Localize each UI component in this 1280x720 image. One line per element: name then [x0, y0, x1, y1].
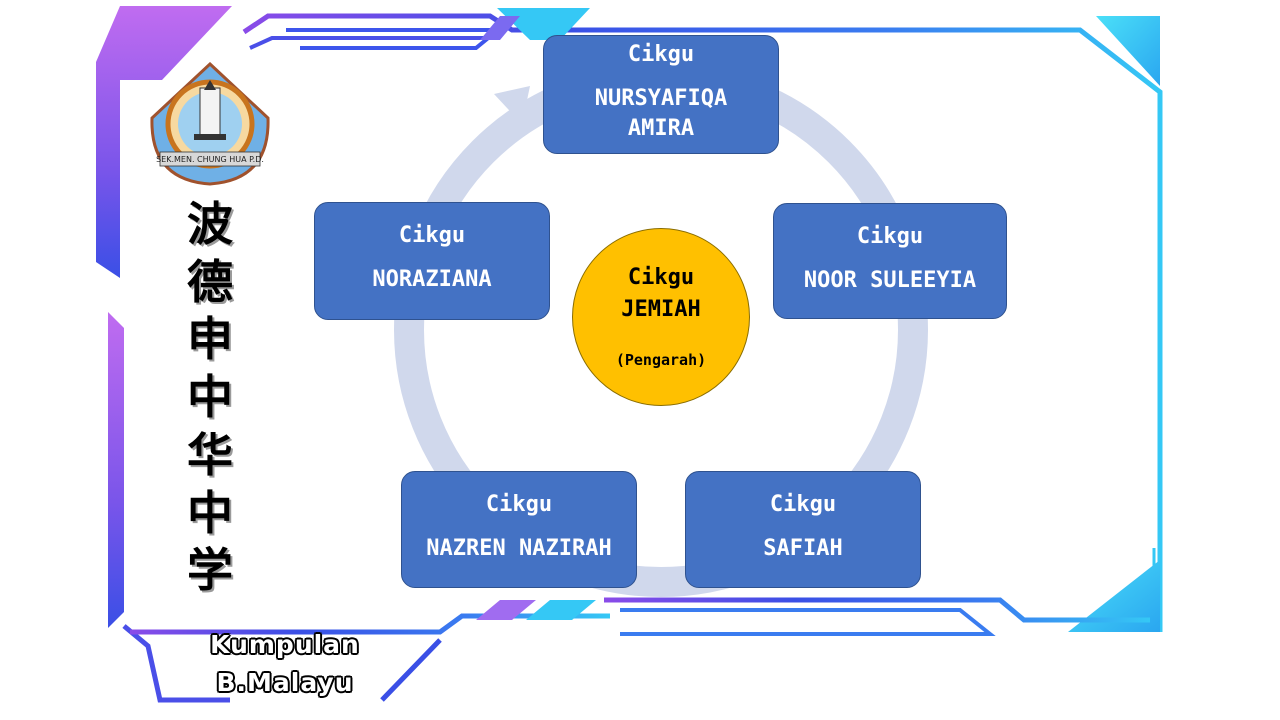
group-label-line2: B.Malayu: [216, 668, 354, 697]
center-node-director: Cikgu JEMIAH (Pengarah): [572, 228, 750, 406]
member-title: Cikgu: [627, 42, 695, 67]
svg-text:SEK.MEN. CHUNG HUA P.D.: SEK.MEN. CHUNG HUA P.D.: [156, 155, 264, 164]
school-logo: SEK.MEN. CHUNG HUA P.D.: [150, 62, 270, 186]
school-name-char: 华: [187, 427, 233, 482]
member-name: NOOR SULEEYIA: [803, 268, 977, 293]
member-name: NORAZIANA: [372, 267, 492, 292]
center-title: Cikgu: [627, 265, 695, 290]
member-title: Cikgu: [485, 492, 553, 517]
member-name: NURSYAFIQA: [594, 86, 728, 111]
school-name-char: 申: [187, 312, 233, 367]
member-box-bottom-left: Cikgu NAZREN NAZIRAH: [401, 471, 637, 588]
school-name-char: 中: [187, 370, 233, 425]
member-name: SAFIAH: [763, 536, 843, 561]
school-name-char: 学: [187, 543, 233, 598]
center-name: JEMIAH: [621, 297, 701, 322]
member-name: NAZREN NAZIRAH: [426, 536, 612, 561]
member-title: Cikgu: [398, 223, 466, 248]
group-label-line1: Kumpulan: [210, 630, 360, 659]
center-role: (Pengarah): [615, 351, 707, 369]
member-box-right: Cikgu NOOR SULEEYIA: [773, 203, 1007, 319]
member-title: Cikgu: [856, 224, 924, 249]
school-name-char: 波: [187, 197, 233, 251]
school-name-char: 中: [187, 485, 233, 540]
member-box-top: Cikgu NURSYAFIQA AMIRA: [543, 35, 779, 154]
member-box-left: Cikgu NORAZIANA: [314, 202, 550, 320]
member-title: Cikgu: [769, 492, 837, 517]
member-box-bottom-right: Cikgu SAFIAH: [685, 471, 921, 588]
member-name-line2: AMIRA: [627, 116, 695, 141]
school-name-char: 德: [187, 254, 233, 309]
school-name-vertical: 波德申中华中学: [178, 196, 242, 600]
